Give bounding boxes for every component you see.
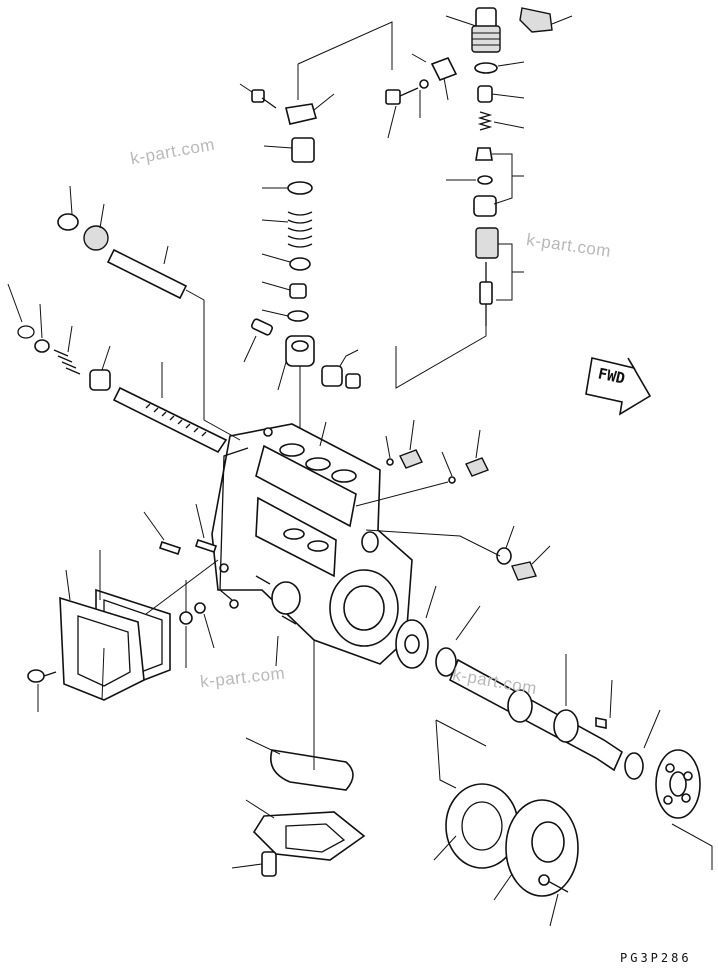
o-ring-top[interactable]: [474, 62, 498, 74]
bottom-o-ring[interactable]: [270, 749, 354, 791]
small-spring[interactable]: [477, 111, 493, 131]
bottom-bolt[interactable]: [261, 851, 277, 877]
pump-housing[interactable]: [211, 423, 413, 665]
spring-seat-lower[interactable]: [289, 257, 311, 271]
control-sleeve-top[interactable]: [285, 103, 318, 125]
tappet[interactable]: [285, 335, 315, 367]
woodruff-key[interactable]: [595, 717, 607, 729]
drawing-code: PG3P286: [620, 951, 692, 965]
valve-body[interactable]: [473, 195, 497, 217]
fwd-arrow-icon: [585, 357, 652, 416]
screw-plug-right[interactable]: [399, 449, 489, 477]
o-ring-right[interactable]: [496, 547, 512, 565]
plunger-barrel[interactable]: [475, 227, 499, 259]
adjusting-nut[interactable]: [289, 283, 307, 299]
valve-seat[interactable]: [475, 147, 493, 161]
roller-set[interactable]: [321, 365, 361, 389]
rack-plug[interactable]: [83, 225, 109, 251]
shim-ring[interactable]: [435, 647, 457, 677]
washer-left[interactable]: [34, 339, 50, 353]
spring-seat-upper[interactable]: [287, 181, 313, 195]
housing-gasket[interactable]: [219, 447, 249, 601]
control-sleeve[interactable]: [291, 137, 315, 163]
gasket-small[interactable]: [477, 175, 493, 185]
nut-and-washer[interactable]: [179, 602, 206, 625]
rack-spring[interactable]: [53, 349, 81, 375]
camshaft[interactable]: [448, 658, 624, 772]
bolt-upper-center[interactable]: [385, 79, 429, 105]
bolt-small-top[interactable]: [251, 89, 277, 109]
cap-plug[interactable]: [519, 7, 553, 33]
rack-guide-tube[interactable]: [106, 248, 188, 300]
pin-small[interactable]: [251, 318, 273, 336]
valve-piece[interactable]: [477, 85, 493, 103]
cover-bolt[interactable]: [27, 669, 57, 683]
plunger[interactable]: [479, 262, 493, 326]
bearing-left[interactable]: [395, 619, 429, 669]
plunger-spring[interactable]: [287, 211, 313, 248]
snap-ring[interactable]: [17, 325, 35, 339]
bleeder-screw[interactable]: [511, 561, 537, 581]
end-cover-bolt[interactable]: [538, 874, 569, 893]
stud-bolts[interactable]: [255, 575, 297, 625]
leader-lines: [7, 15, 713, 927]
small-pin-right[interactable]: [386, 458, 456, 484]
bearing-right[interactable]: [655, 749, 701, 819]
end-cover[interactable]: [505, 799, 579, 897]
o-ring-left[interactable]: [57, 213, 79, 231]
delivery-valve-holder[interactable]: [471, 7, 501, 53]
bottom-cover-plate[interactable]: [252, 811, 366, 861]
shim-right[interactable]: [624, 752, 644, 780]
pin-left[interactable]: [158, 538, 218, 556]
control-rack[interactable]: [112, 386, 228, 454]
stopper-plate[interactable]: [430, 56, 458, 82]
washer-lower[interactable]: [287, 310, 309, 322]
rack-collar[interactable]: [89, 369, 111, 391]
side-cover[interactable]: [59, 596, 145, 701]
